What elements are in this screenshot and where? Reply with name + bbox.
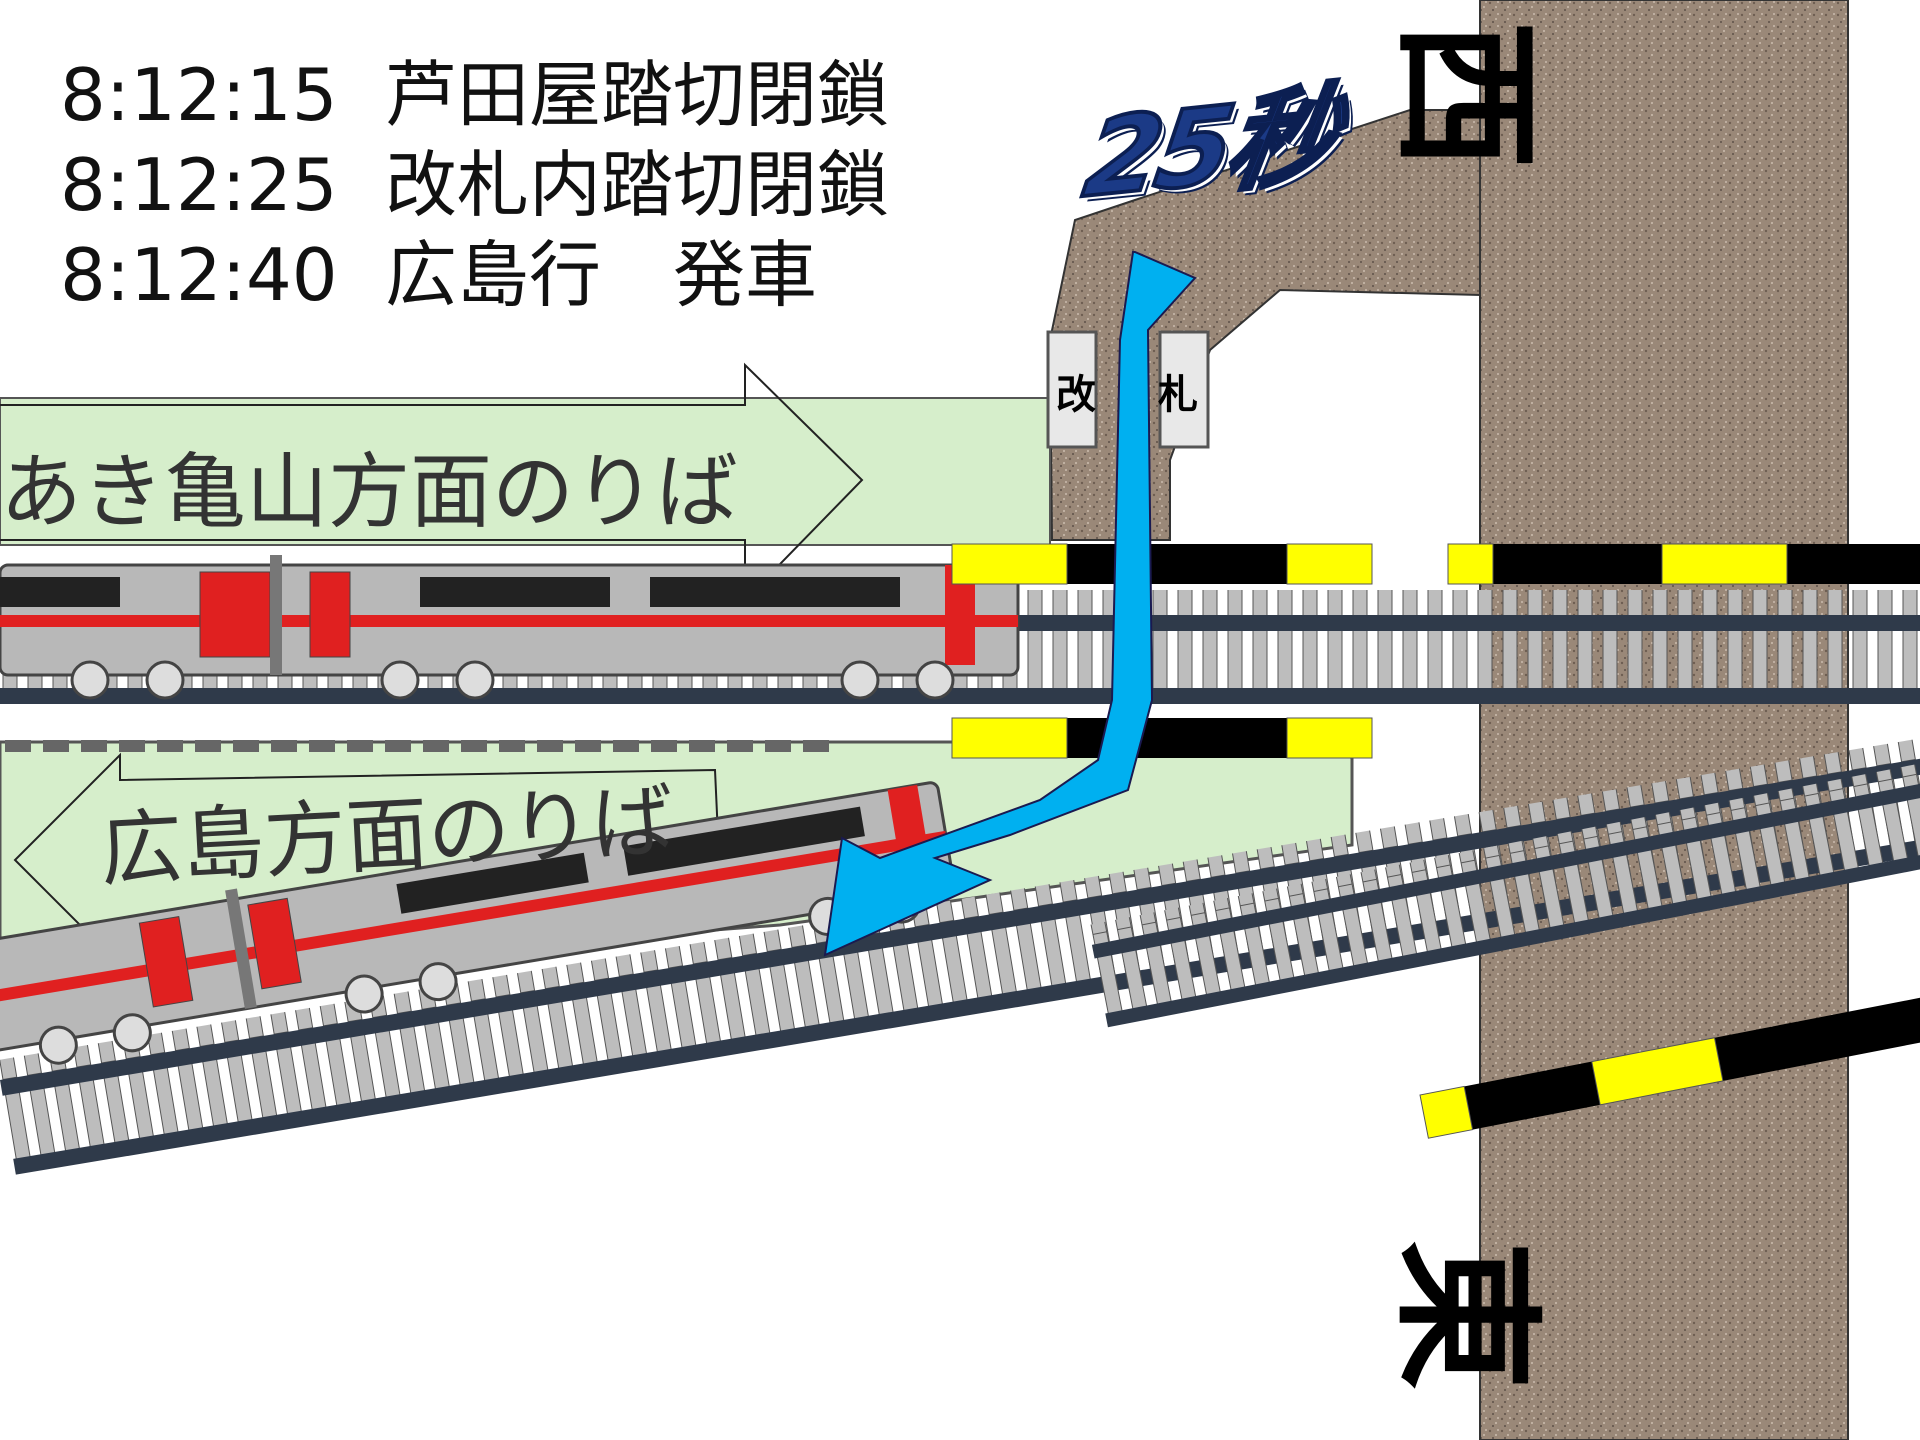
platform-upper-label: あき亀山方面のりば <box>0 445 739 540</box>
platform-edge-dash <box>5 740 31 752</box>
walk-route-arrow <box>823 251 1197 957</box>
platform-edge-dash <box>195 740 221 752</box>
schedule-time: 8:12:15 <box>60 53 338 137</box>
platform-edge-dash <box>727 740 753 752</box>
platform-edge-dash <box>271 740 297 752</box>
platform-upper-arrow <box>0 362 864 603</box>
schedule-event: 広島行 発車 <box>385 233 818 317</box>
schedule-row: 8:12:15 芦田屋踏切閉鎖 <box>60 50 889 140</box>
crossing-barrier-east-upper <box>1447 543 1920 585</box>
platform-edge-dash <box>461 740 487 752</box>
platform-edge-dash <box>347 740 373 752</box>
crossing-barrier-west-lower <box>951 717 1373 759</box>
platform-edge-dash <box>43 740 69 752</box>
schedule-row: 8:12:40 広島行 発車 <box>60 230 889 320</box>
gate-path <box>1048 109 1481 541</box>
platform-edge-dashes <box>5 740 829 752</box>
ticket-gate <box>1046 330 1210 449</box>
platform-edge-dash <box>233 740 259 752</box>
direction-east-label: 東 <box>1378 1239 1553 1391</box>
platform-edge-dash <box>575 740 601 752</box>
platform-edge-dash <box>803 740 829 752</box>
platform-edge-dash <box>119 740 145 752</box>
schedule-time: 8:12:40 <box>60 233 338 317</box>
crossing-barrier-east-lower <box>1419 995 1920 1139</box>
platform-edge-dash <box>385 740 411 752</box>
schedule-time: 8:12:25 <box>60 143 338 227</box>
schedule-row: 8:12:25 改札内踏切閉鎖 <box>60 140 889 230</box>
road-main <box>1479 0 1849 1440</box>
gate-label-right: 札 <box>1158 372 1198 418</box>
track-branch <box>1088 753 1920 1028</box>
direction-west-label: 西 <box>1378 19 1553 171</box>
gate-label-left: 改 <box>1056 372 1096 418</box>
walk-time-label: 25秒 <box>1075 71 1342 224</box>
schedule: 8:12:15 芦田屋踏切閉鎖 8:12:25 改札内踏切閉鎖 8:12:40 広島行… <box>60 50 889 320</box>
platform-edge-dash <box>423 740 449 752</box>
platform-edge-dash <box>309 740 335 752</box>
train-lower <box>0 781 956 1065</box>
platform-edge-dash <box>81 740 107 752</box>
schedule-event: 芦田屋踏切閉鎖 <box>385 53 890 137</box>
crossing-barrier-west-upper <box>951 543 1373 585</box>
platform-edge-dash <box>157 740 183 752</box>
platform-edge-dash <box>689 740 715 752</box>
platform-edge-dash <box>499 740 525 752</box>
platform-edge-dash <box>537 740 563 752</box>
platform-edge-dash <box>765 740 791 752</box>
platform-edge-dash <box>613 740 639 752</box>
platform-edge-dash <box>651 740 677 752</box>
schedule-event: 改札内踏切閉鎖 <box>385 143 890 227</box>
